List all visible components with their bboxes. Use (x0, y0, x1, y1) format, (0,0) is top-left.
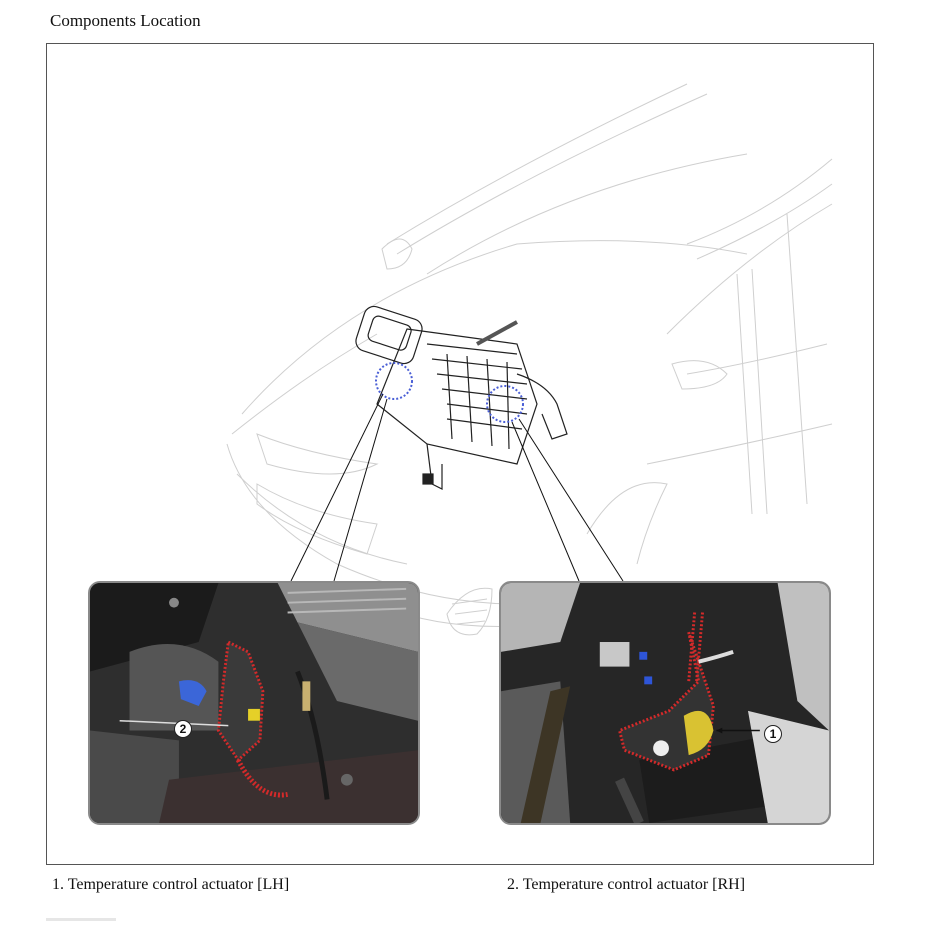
section-title: Components Location (50, 11, 201, 30)
legend-item-1: 1. Temperature control actuator [LH] (52, 876, 290, 893)
callout-1-badge: 1 (764, 725, 782, 743)
lh-actuator-photo: 2 (88, 581, 420, 825)
components-figure: 2 1 (46, 43, 874, 865)
footer-faint-text (46, 918, 116, 921)
rh-photo-image (501, 583, 829, 823)
callout-2-badge: 2 (174, 720, 192, 738)
rh-actuator-photo: 1 (499, 581, 831, 825)
vehicle-line-drawing (226, 83, 833, 636)
lh-photo-image (90, 583, 418, 823)
legend-item-2: 2. Temperature control actuator [RH] (507, 876, 746, 893)
